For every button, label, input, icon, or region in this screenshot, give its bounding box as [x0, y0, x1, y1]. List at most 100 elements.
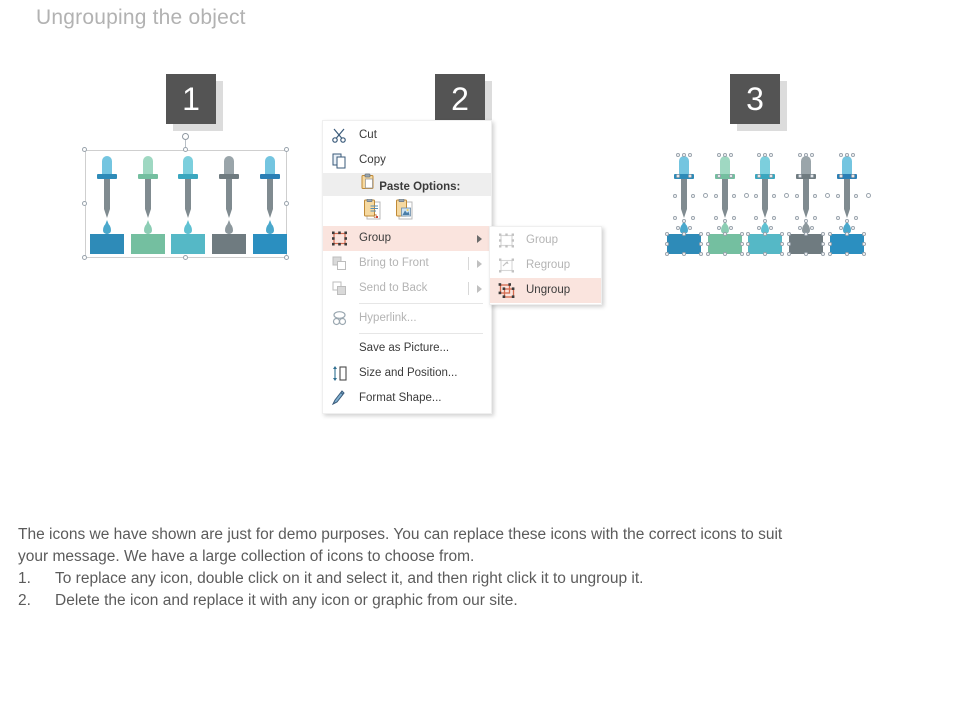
menu-item-hyperlink[interactable]: Hyperlink...	[323, 306, 491, 331]
submenu-item-ungroup[interactable]: Ungroup	[490, 278, 601, 303]
menu-item-label: Save as Picture...	[359, 342, 450, 354]
menu-item-format-shape[interactable]: Format Shape...	[323, 386, 491, 411]
menu-item-label: Bring to Front	[359, 257, 429, 269]
dropper-tip	[267, 209, 273, 218]
dropper-barrel	[681, 179, 687, 209]
dropper-bulb	[720, 156, 730, 177]
group-submenu[interactable]: Group Regroup	[489, 226, 602, 305]
handle-bottom-left[interactable]	[82, 255, 87, 260]
paste-picture-button[interactable]	[395, 198, 415, 224]
dropper-barrel	[762, 179, 768, 209]
submenu-item-regroup[interactable]: Regroup	[490, 253, 601, 278]
dropper-collar	[138, 174, 158, 179]
dropper-tip	[722, 209, 728, 218]
size-position-icon	[331, 365, 348, 382]
ungroup-icon	[498, 282, 515, 299]
dropper-droplet	[266, 220, 274, 234]
dropper-tip	[803, 209, 809, 218]
color-bar-1	[90, 234, 124, 254]
rotation-handle[interactable]	[866, 193, 871, 198]
group-icon	[498, 232, 515, 249]
step-badge-3: 3	[730, 74, 787, 131]
menu-item-cut[interactable]: Cut	[323, 123, 491, 148]
footer-list-item-2: 2. Delete the icon and replace it with a…	[18, 590, 938, 612]
color-bar-5[interactable]	[828, 232, 866, 256]
color-bar-3[interactable]	[746, 232, 784, 256]
page-title: Ungrouping the object	[36, 6, 246, 29]
dropper-tip	[145, 209, 151, 218]
rotation-handle[interactable]	[182, 133, 189, 140]
menu-item-group[interactable]: Group	[323, 226, 491, 251]
dropper-tip	[226, 209, 232, 218]
handle-middle-left[interactable]	[82, 201, 87, 206]
menu-item-send-to-back[interactable]: Send to Back	[323, 276, 491, 301]
dropper-bulb	[679, 156, 689, 177]
color-bar-4[interactable]	[787, 232, 825, 256]
rotation-handle[interactable]	[703, 193, 708, 198]
color-bar-2	[131, 234, 165, 254]
menu-item-label: Size and Position...	[359, 367, 458, 379]
step-badge-2: 2	[435, 74, 492, 131]
menu-item-label: Hyperlink...	[359, 312, 417, 324]
rotation-handle[interactable]	[825, 193, 830, 198]
menu-item-label: Format Shape...	[359, 392, 442, 404]
footer-note: The icons we have shown are just for dem…	[18, 524, 938, 612]
dropper-droplet	[103, 220, 111, 234]
dropper-bulb	[224, 156, 234, 177]
send-to-back-icon	[331, 280, 348, 297]
menu-divider-tick	[468, 282, 469, 295]
menu-item-copy[interactable]: Copy	[323, 148, 491, 173]
chevron-right-icon	[477, 260, 482, 268]
badge-number: 2	[435, 74, 485, 124]
rotation-handle[interactable]	[784, 193, 789, 198]
menu-item-label: Copy	[359, 154, 386, 166]
handle-bottom-right[interactable]	[284, 255, 289, 260]
menu-item-bring-to-front[interactable]: Bring to Front	[323, 251, 491, 276]
menu-item-label: Send to Back	[359, 282, 428, 294]
footer-line-2: your message. We have a large collection…	[18, 548, 475, 565]
footer-list-item-1: 1. To replace any icon, double click on …	[18, 568, 938, 590]
grouped-object-canvas[interactable]	[82, 133, 289, 260]
handle-top-right[interactable]	[284, 147, 289, 152]
handle-middle-right[interactable]	[284, 201, 289, 206]
color-bar-2[interactable]	[706, 232, 744, 256]
footer-list: 1. To replace any icon, double click on …	[18, 568, 938, 612]
menu-item-label: Paste Options:	[379, 181, 461, 193]
badge-number: 1	[166, 74, 216, 124]
menu-item-paste-options: Paste Options:	[323, 173, 491, 196]
paste-options-row[interactable]: a	[323, 196, 491, 226]
submenu-item-label: Ungroup	[526, 284, 571, 296]
group-icon	[331, 230, 348, 247]
menu-item-label: Group	[359, 232, 391, 244]
clipboard-icon	[359, 173, 379, 193]
scissors-icon	[331, 127, 348, 144]
chevron-right-icon	[477, 285, 482, 293]
rotation-handle[interactable]	[744, 193, 749, 198]
dropper-collar	[260, 174, 280, 179]
dropper-tip	[681, 209, 687, 218]
color-bar-5	[253, 234, 287, 254]
copy-icon	[331, 152, 348, 169]
color-bar-4	[212, 234, 246, 254]
dropper-collar	[674, 174, 694, 179]
dropper-barrel	[185, 179, 191, 209]
dropper-droplet	[184, 220, 192, 234]
list-number: 1.	[18, 570, 31, 587]
menu-item-label: Cut	[359, 129, 377, 141]
color-bar-1[interactable]	[665, 232, 703, 256]
dropper-droplet	[225, 220, 233, 234]
menu-item-size-and-position[interactable]: Size and Position...	[323, 361, 491, 386]
dropper-tip	[185, 209, 191, 218]
menu-item-save-as-picture[interactable]: Save as Picture...	[323, 336, 491, 361]
handle-top-center[interactable]	[183, 147, 188, 152]
handle-top-left[interactable]	[82, 147, 87, 152]
handle-bottom-center[interactable]	[183, 255, 188, 260]
dropper-collar	[837, 174, 857, 179]
dropper-bulb	[265, 156, 275, 177]
ungrouped-object-canvas[interactable]	[662, 150, 871, 258]
context-menu[interactable]: Cut Copy Paste Options:	[322, 120, 492, 414]
step-badge-1: 1	[166, 74, 223, 131]
submenu-item-group[interactable]: Group	[490, 228, 601, 253]
paste-keep-source-formatting-button[interactable]: a	[363, 198, 383, 224]
dropper-collar	[715, 174, 735, 179]
